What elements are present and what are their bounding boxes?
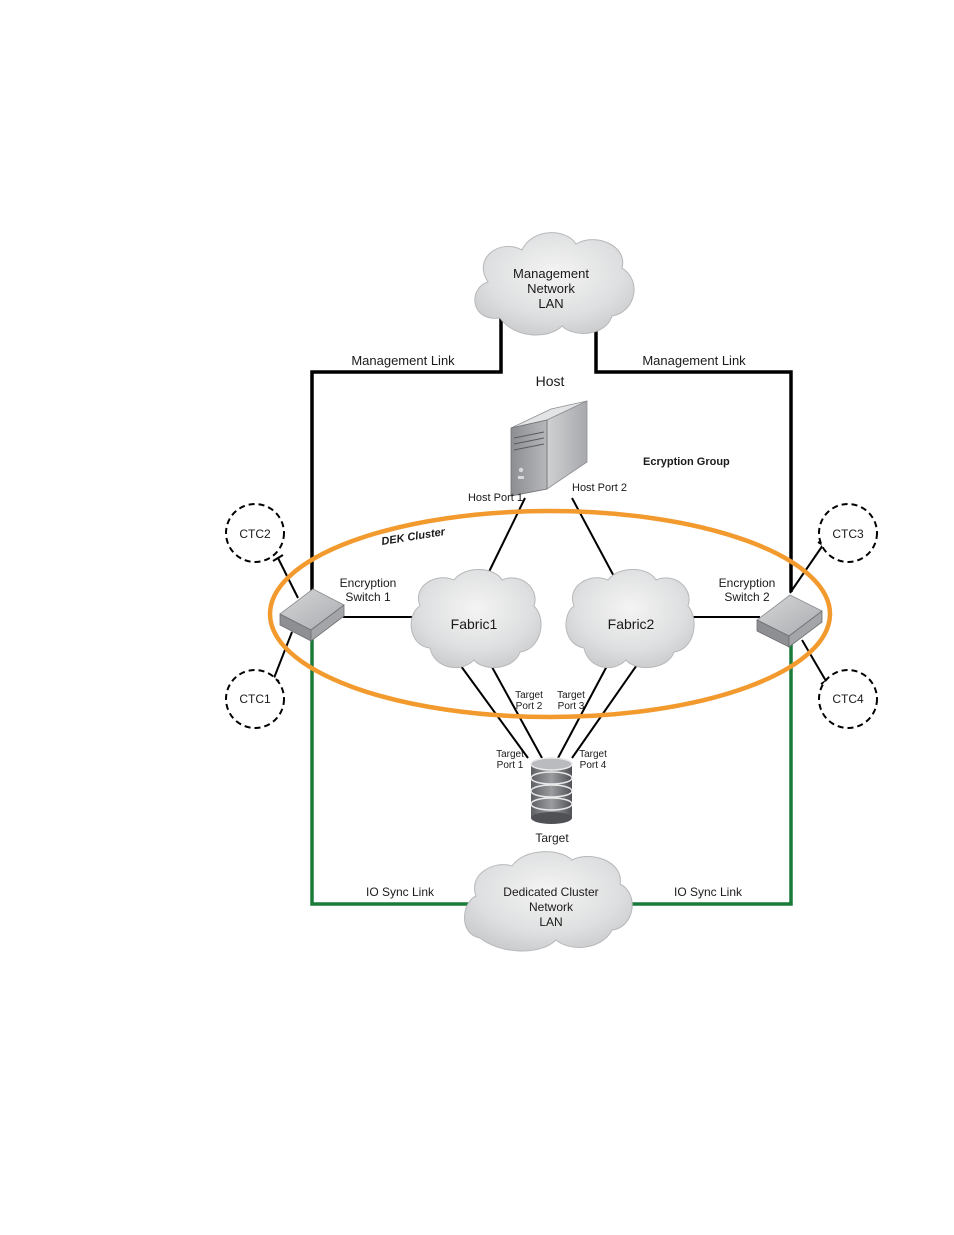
ctc4-label: CTC4 xyxy=(832,692,864,706)
ctc1-label: CTC1 xyxy=(239,692,271,706)
io-sync-link-right xyxy=(622,640,793,906)
management-cloud-line3: LAN xyxy=(538,296,563,311)
ctc2-node xyxy=(225,503,285,563)
target-label: Target xyxy=(535,831,569,845)
host-port2-label: Host Port 2 xyxy=(572,482,627,494)
target-storage-icon xyxy=(530,757,573,824)
encryption-switch-2-icon xyxy=(756,594,823,648)
target-port4-word: Target xyxy=(579,749,607,760)
management-link-left xyxy=(310,310,503,603)
dedicated-cloud-line2: Network xyxy=(529,900,574,914)
management-links xyxy=(310,310,793,603)
io-sync-link-left xyxy=(310,636,480,906)
host-server-icon xyxy=(510,400,588,497)
target-port4-num: Port 4 xyxy=(580,760,607,771)
ctc-nodes xyxy=(225,503,878,729)
switch1-label-line2: Switch 1 xyxy=(345,590,391,604)
fabric1-target-line-a xyxy=(457,661,529,759)
ctc3-label: CTC3 xyxy=(832,527,864,541)
switch1-label-line1: Encryption xyxy=(340,576,397,590)
switch2-ctc3-line xyxy=(789,544,824,594)
fabric2-target-line-a xyxy=(557,663,609,759)
fabric2-label: Fabric2 xyxy=(608,616,655,632)
ctc3-node xyxy=(818,503,878,563)
ctc4-node xyxy=(818,669,878,729)
target-port1-num: Port 1 xyxy=(497,760,524,771)
ctc2-label: CTC2 xyxy=(239,527,271,541)
ctc2-tick xyxy=(272,554,284,562)
fabric2-cloud: Fabric2 xyxy=(565,569,695,669)
management-network-cloud: Management Network LAN xyxy=(474,232,635,336)
management-link-right xyxy=(594,326,793,592)
dek-cluster-ellipse xyxy=(267,508,833,720)
management-cloud-line1: Management xyxy=(513,266,589,281)
switch2-ctc4-line xyxy=(801,639,827,682)
management-link-right-label: Management Link xyxy=(642,353,746,368)
io-sync-links xyxy=(310,636,793,906)
ctc1-node xyxy=(225,669,285,729)
dedicated-cloud-line1: Dedicated Cluster xyxy=(503,885,598,899)
fabric1-target-line-b xyxy=(491,666,543,759)
host-label: Host xyxy=(536,373,565,389)
target-port3-word: Target xyxy=(557,690,585,701)
fabric1-cloud: Fabric1 xyxy=(410,569,542,669)
dedicated-cluster-network-cloud: Dedicated Cluster Network LAN xyxy=(464,851,633,952)
target-port2-num: Port 2 xyxy=(516,701,543,712)
fabric1-label: Fabric1 xyxy=(451,616,498,632)
switch2-label-line2: Switch 2 xyxy=(724,590,770,604)
dedicated-cloud-line3: LAN xyxy=(539,915,562,929)
target-port-labels: Target Port 2 Target Port 3 Target Port … xyxy=(496,690,607,771)
target-port3-num: Port 3 xyxy=(558,701,585,712)
target-port1-word: Target xyxy=(496,749,524,760)
management-cloud-line2: Network xyxy=(527,281,575,296)
fabric2-target-line-b xyxy=(571,661,640,759)
host-port1-label: Host Port 1 xyxy=(468,492,523,504)
switch2-label-line1: Encryption xyxy=(719,576,776,590)
target-port2-word: Target xyxy=(515,690,543,701)
encryption-group-label: Ecryption Group xyxy=(643,456,730,468)
management-link-left-label: Management Link xyxy=(351,353,455,368)
io-sync-link-right-label: IO Sync Link xyxy=(674,885,743,899)
switch1-ctc1-line xyxy=(273,631,293,679)
encryption-switch-1-icon xyxy=(279,588,345,642)
io-sync-link-left-label: IO Sync Link xyxy=(366,885,435,899)
